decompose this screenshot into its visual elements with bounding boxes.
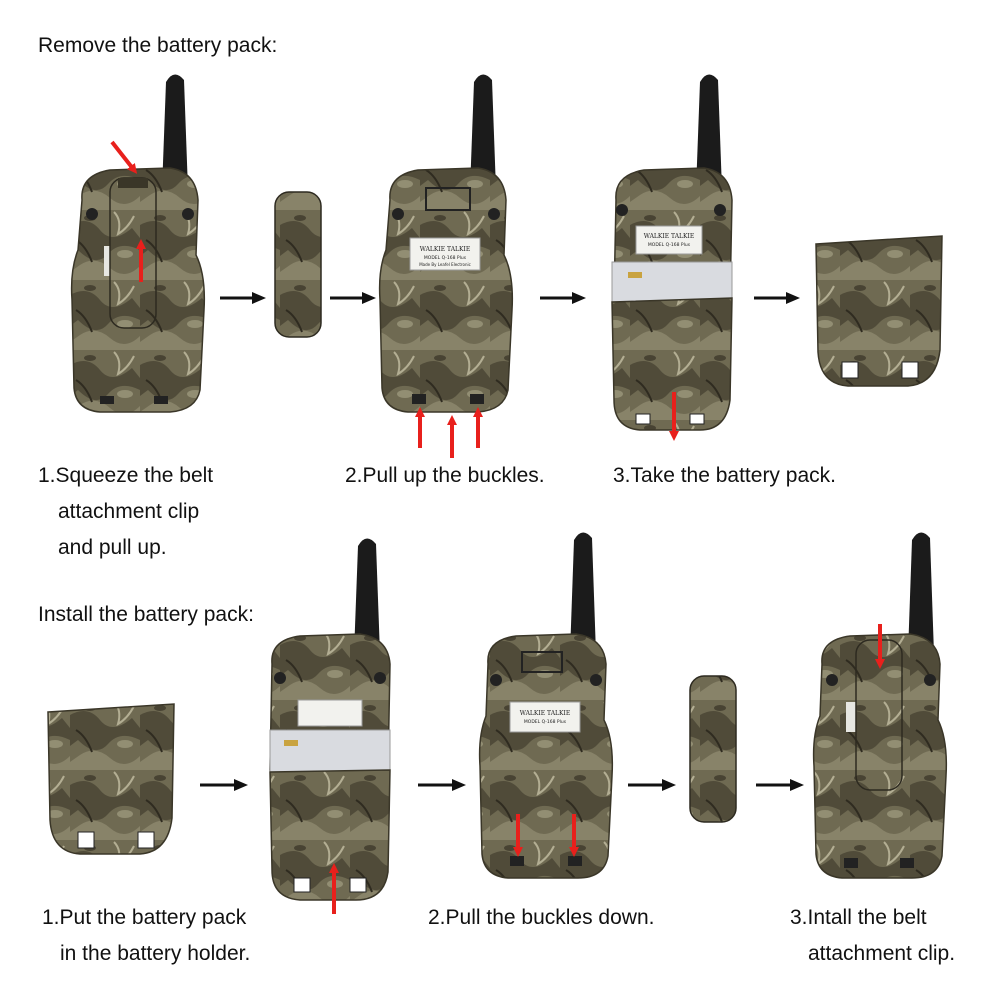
caption-line: and pull up. — [58, 536, 167, 559]
label-text: MODEL Q-168 Plus — [648, 242, 691, 248]
label-text: WALKIE TALKIE — [644, 233, 695, 240]
remove-heading: Remove the battery pack: — [38, 34, 278, 57]
remove-step-1-caption: 1.Squeeze the belt attachment clip and p… — [38, 458, 213, 566]
label-text: MODEL Q-168 Plus — [424, 255, 467, 261]
radio-without-clip-2: WALKIE TALKIE MODEL Q-168 Plus Made By L… — [378, 74, 514, 413]
radio-battery-out-3: WALKIE TALKIE MODEL Q-168 Plus — [611, 74, 733, 431]
radio-with-clip-6 — [812, 532, 948, 879]
remove-step-3-caption: 3.Take the battery pack. — [613, 458, 836, 494]
belt-clip — [689, 675, 737, 823]
caption-line: 2.Pull the buckles down. — [428, 906, 655, 929]
install-step-1-caption: 1.Put the battery pack in the battery ho… — [42, 900, 250, 972]
label-text: Made By Leafel Electronic — [419, 262, 471, 267]
battery-pack-to-insert — [47, 703, 175, 855]
radio-battery-insert-4 — [269, 538, 391, 901]
caption-line: 3.Intall the belt — [790, 906, 927, 929]
caption-line: 1.Squeeze the belt — [38, 464, 214, 487]
caption-line: attachment clip — [58, 500, 200, 523]
red-arrow — [110, 140, 138, 174]
label-text: MODEL Q-168 Plus — [524, 719, 567, 725]
remove-step-2-caption: 2.Pull up the buckles. — [345, 458, 545, 494]
caption-line: in the battery holder. — [60, 942, 251, 965]
belt-clip — [274, 191, 322, 338]
install-step-2-caption: 2.Pull the buckles down. — [428, 900, 654, 936]
caption-line: 3.Take the battery pack. — [613, 464, 836, 487]
radio-with-clip-1 — [70, 74, 206, 413]
caption-line: 2.Pull up the buckles. — [345, 464, 545, 487]
label-text: WALKIE TALKIE — [420, 246, 471, 253]
caption-line: attachment clip. — [808, 942, 956, 965]
caption-line: 1.Put the battery pack — [42, 906, 247, 929]
install-heading: Install the battery pack: — [38, 603, 254, 626]
battery-pack-removed — [815, 235, 943, 387]
radio-buckles-down-5: WALKIE TALKIE MODEL Q-168 Plus — [478, 532, 614, 879]
install-step-3-caption: 3.Intall the belt attachment clip. — [790, 900, 955, 972]
label-text: WALKIE TALKIE — [520, 710, 571, 717]
